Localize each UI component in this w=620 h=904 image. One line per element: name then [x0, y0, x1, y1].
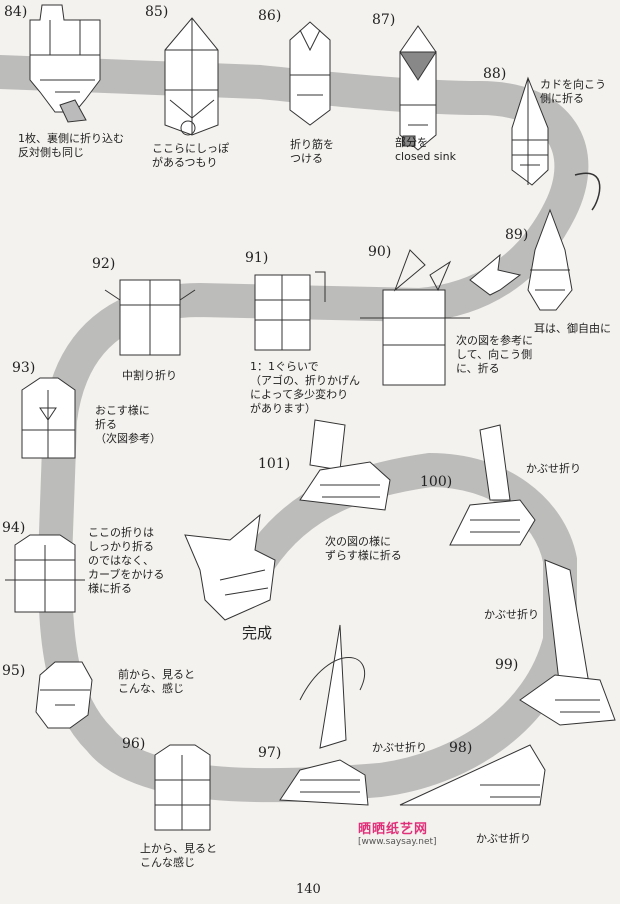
- step-caption: カドを向こう 側に折る: [540, 78, 606, 105]
- step-number: 85): [145, 4, 169, 20]
- step-caption: 中割り折り: [122, 369, 177, 382]
- step-caption: 前から、見ると こんな、感じ: [118, 668, 195, 695]
- step-number: 92): [92, 256, 116, 272]
- step-number: 87): [372, 12, 396, 28]
- step-caption: 上から、見ると こんな感じ: [140, 842, 217, 869]
- step-caption: かぶせ折り: [526, 462, 581, 475]
- step-84-figure: [29, 4, 101, 123]
- step-number: 98): [449, 740, 473, 756]
- step-99-figure: [519, 559, 616, 726]
- step-93-figure: [21, 377, 76, 459]
- step-92-figure: [104, 279, 196, 356]
- page-number: 140: [296, 882, 321, 897]
- watermark-title: 晒晒纸艺网: [358, 822, 429, 837]
- step-number: 88): [483, 66, 507, 82]
- step-89-figure: [527, 208, 573, 311]
- step-87-figure: [399, 25, 437, 151]
- step-86-figure: [289, 21, 331, 126]
- step-caption: 折り筋を つける: [290, 138, 334, 165]
- step-transition-figure: [184, 513, 276, 621]
- step-number: 90): [368, 244, 392, 260]
- step-97-figure: [279, 624, 369, 806]
- step-caption: 耳は、御自由に: [534, 322, 611, 335]
- step-number: 91): [245, 250, 269, 266]
- step-number: 101): [258, 456, 291, 472]
- watermark: 晒晒纸艺网 [www.saysay.net]: [358, 818, 437, 847]
- watermark-url: [www.saysay.net]: [358, 837, 437, 847]
- step-number: 95): [2, 663, 26, 679]
- step-number: 89): [505, 227, 529, 243]
- step-caption: 部分を closed sink: [395, 136, 456, 163]
- step-caption: かぶせ折り: [484, 608, 539, 621]
- big-arrow-90: [469, 253, 522, 296]
- step-caption: かぶせ折り: [372, 741, 427, 754]
- step-caption: 次の図の様に ずらす様に折る: [325, 535, 402, 562]
- step-100-figure: [449, 424, 536, 546]
- step-number: 94): [2, 520, 26, 536]
- step-caption: 次の図を参考に して、向こう側 に、折る: [456, 334, 533, 375]
- step-caption: かぶせ折り: [476, 832, 531, 845]
- step-caption: おこす様に 折る （次図参考）: [95, 404, 161, 445]
- step-88-figure: [511, 76, 549, 186]
- step-101-figure: [299, 419, 391, 511]
- step-94-figure: [5, 534, 85, 613]
- step-number: 93): [12, 360, 36, 376]
- turn-over-arrow: [574, 172, 601, 211]
- step-caption: 1枚、裏側に折り込む 反対側も同じ: [18, 132, 124, 159]
- step-number: 99): [495, 657, 519, 673]
- step-caption: 1：1ぐらいで （アゴの、折りかげん によって多少変わり があります）: [250, 360, 360, 415]
- step-85-figure: [164, 17, 219, 136]
- step-caption: ここの折りは しっかり折る のではなく、 カーブをかける 様に折る: [88, 526, 165, 595]
- step-91-figure: [254, 271, 326, 351]
- step-96-figure: [154, 744, 211, 831]
- step-number: 100): [420, 474, 453, 490]
- finished-label: 完成: [242, 624, 273, 642]
- step-98-figure: [399, 744, 546, 806]
- step-number: 97): [258, 745, 282, 761]
- step-number: 84): [4, 4, 28, 20]
- step-95-figure: [35, 661, 93, 729]
- step-number: 86): [258, 8, 282, 24]
- step-number: 96): [122, 736, 146, 752]
- step-caption: ここらにしっぽ があるつもり: [152, 142, 229, 169]
- step-90-figure: [360, 249, 470, 386]
